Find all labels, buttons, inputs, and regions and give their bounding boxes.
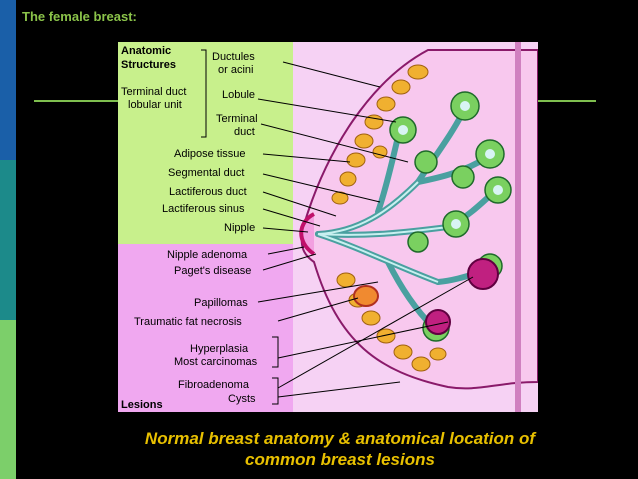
fat-necrosis-lesion [353,285,379,307]
label-anatomic-structures-2: Structures [121,59,176,71]
label-lesions-header: Lesions [121,399,163,411]
label-lobule: Lobule [222,89,255,101]
hyperplasia-lesion [425,309,451,335]
lesion-panel [118,244,293,412]
lobule-lumens [398,101,503,333]
label-terminal-duct: Terminal [216,113,258,125]
label-pagets: Paget's disease [174,265,251,277]
divider-line-right [536,100,596,102]
label-cysts: Cysts [228,393,256,405]
leader-lines [201,49,474,405]
label-lactiferous-sinus: Lactiferous sinus [162,203,245,215]
label-terminal-duct-2: duct [234,126,255,138]
label-fibroadenoma: Fibroadenoma [178,379,250,391]
accent-bar-green [0,320,16,479]
label-nipple: Nipple [224,222,255,234]
label-fat-necrosis: Traumatic fat necrosis [134,316,242,328]
label-hyperplasia: Hyperplasia [190,343,249,355]
slide-caption: Normal breast anatomy & anatomical locat… [60,428,620,470]
duct-lining [317,181,449,283]
label-nipple-adenoma: Nipple adenoma [167,249,248,261]
label-anatomic-structures: Anatomic [121,45,171,57]
caption-line-1: Normal breast anatomy & anatomical locat… [144,429,536,448]
carcinoma-lesion [467,258,499,290]
adipose-tissue [331,64,447,372]
label-carcinomas: Most carcinomas [174,356,258,368]
nipple [299,212,316,256]
label-ductules: Ductules [212,51,255,63]
accent-bar-teal [0,160,16,320]
label-tdlu: Terminal duct [121,86,186,98]
label-ductules-2: or acini [218,64,253,76]
accent-bar-blue [0,0,16,160]
label-adipose: Adipose tissue [174,148,246,160]
slide-title: The female breast: [22,9,137,24]
breast-anatomy-diagram: Anatomic Structures Terminal duct lobula… [118,42,538,412]
label-lactiferous-duct: Lactiferous duct [169,186,247,198]
label-segmental-duct: Segmental duct [168,167,244,179]
label-papillomas: Papillomas [194,297,248,309]
label-tdlu-2: lobular unit [128,99,182,111]
caption-line-2: common breast lesions [245,450,435,469]
divider-line-left [34,100,120,102]
